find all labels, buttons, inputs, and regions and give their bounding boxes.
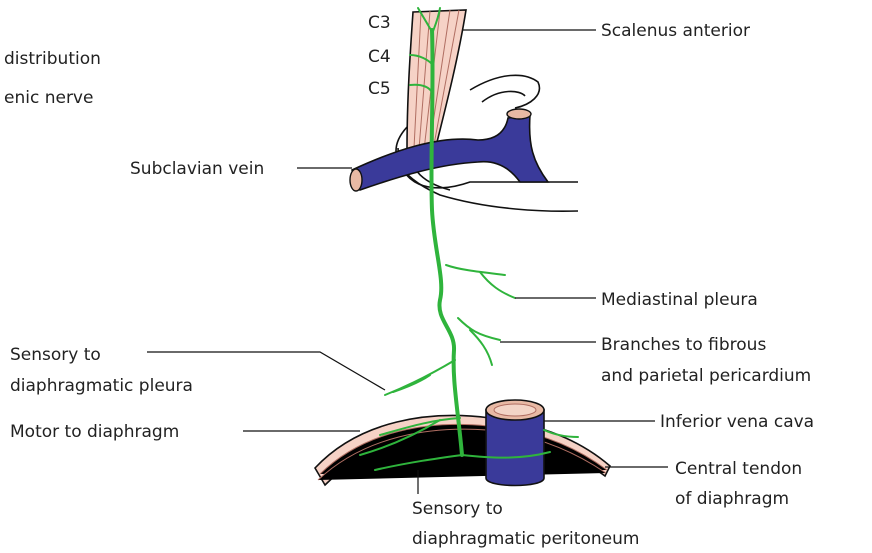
label-inferior-vena-cava: Inferior vena cava — [660, 412, 814, 432]
label-branches-line-2: and parietal pericardium — [601, 366, 811, 386]
title-line-2: enic nerve — [4, 88, 93, 108]
root-label-c3: C3 — [368, 13, 391, 33]
label-sensory-pleura-line-1: Sensory to — [10, 345, 101, 365]
subclavian-vein — [350, 109, 548, 191]
root-label-c4: C4 — [368, 47, 391, 67]
label-sensory-pleura-line-2: diaphragmatic pleura — [10, 376, 193, 396]
label-mediastinal-pleura: Mediastinal pleura — [601, 290, 758, 310]
label-central-tendon-line-1: Central tendon — [675, 459, 802, 479]
label-subclavian-vein: Subclavian vein — [130, 159, 264, 179]
scalenus-anterior-muscle — [407, 10, 466, 150]
label-branches-line-1: Branches to fibrous — [601, 335, 766, 355]
title-line-1: distribution — [4, 49, 101, 69]
label-peritoneum-line-1: Sensory to — [412, 499, 503, 519]
phrenic-nerve — [360, 8, 578, 470]
label-scalenus-anterior: Scalenus anterior — [601, 21, 750, 41]
inferior-vena-cava — [486, 400, 544, 486]
label-central-tendon-line-2: of diaphragm — [675, 489, 789, 509]
label-peritoneum-line-2: diaphragmatic peritoneum — [412, 529, 639, 549]
label-motor-to-diaphragm: Motor to diaphragm — [10, 422, 179, 442]
root-label-c5: C5 — [368, 79, 391, 99]
